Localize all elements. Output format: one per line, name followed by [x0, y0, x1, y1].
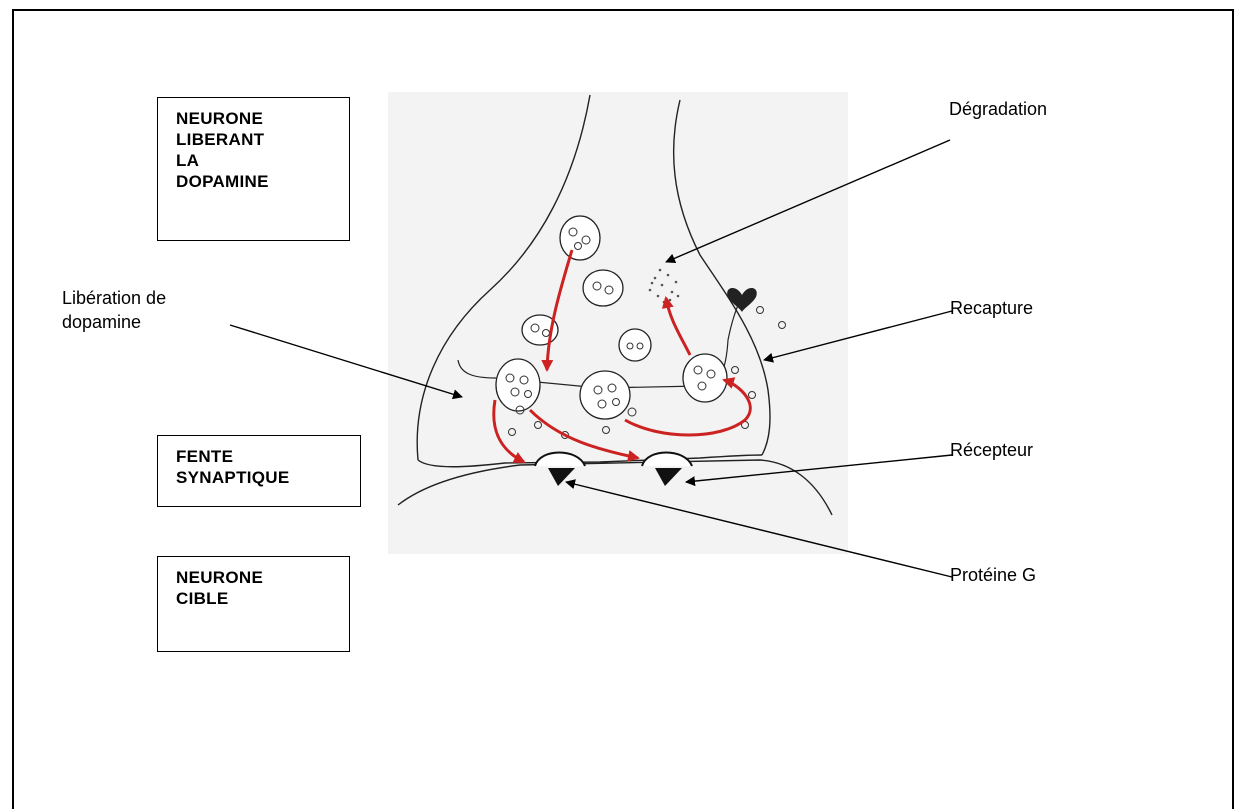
label-recapture: Recapture	[950, 296, 1033, 320]
box-neurone-cible: NEURONE CIBLE	[157, 556, 350, 652]
label-degradation: Dégradation	[949, 97, 1047, 121]
box-fente-synaptique: FENTE SYNAPTIQUE	[157, 435, 361, 507]
box-neurone-liberant: NEURONE LIBERANT LA DOPAMINE	[157, 97, 350, 241]
label-liberation-dopamine: Libération de dopamine	[62, 286, 166, 334]
label-proteine-g: Protéine G	[950, 563, 1036, 587]
label-recepteur: Récepteur	[950, 438, 1033, 462]
